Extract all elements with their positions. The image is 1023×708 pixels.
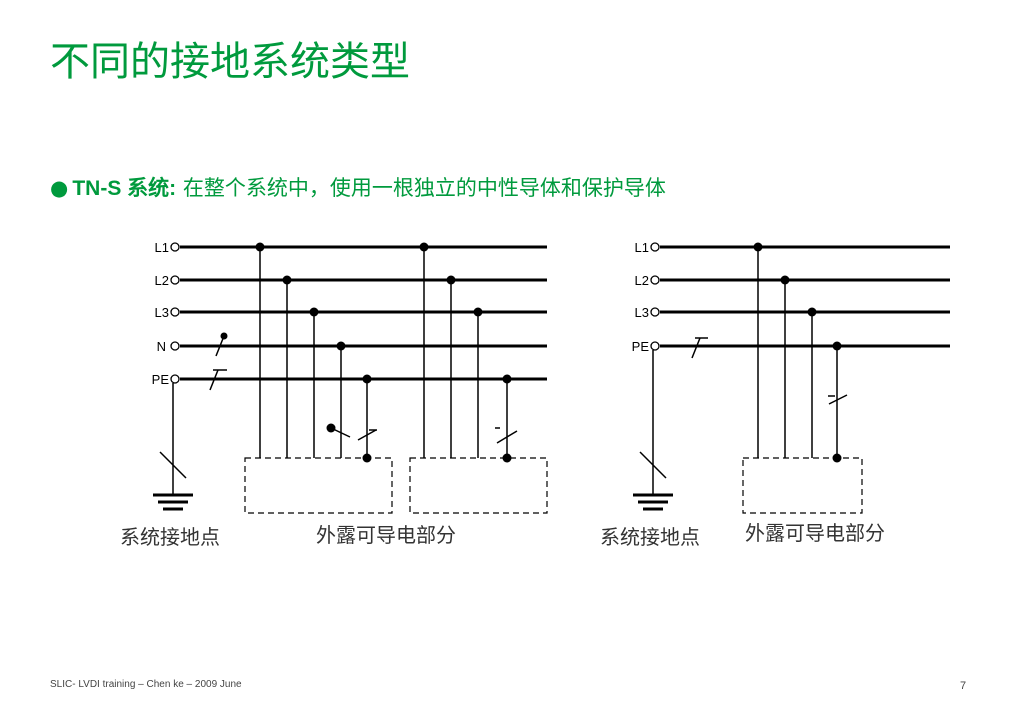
conductor-label-pe-left: PE [152,372,170,387]
conductor-label-l2-left: L2 [155,273,169,288]
junction-dot [807,307,817,317]
terminal-l2-right [650,275,660,285]
junction-dot [753,242,763,252]
junction-dot [446,275,456,285]
junction-dot [419,242,429,252]
switch-pe-c [828,394,848,405]
footer-text: SLIC- LVDI training – Chen ke – 2009 Jun… [50,679,242,690]
bullet-lead: TN-S 系统: [72,177,177,200]
conductor-label-pe-right: PE [632,339,650,354]
junction-dot [336,341,346,351]
exposed-parts-label-right: 外露可导电部分 [745,521,885,545]
equipment-box-1 [244,457,393,514]
junction-dot [309,307,319,317]
equipment-box-3 [742,457,863,514]
junction-dot [282,275,292,285]
slide-title: 不同的接地系统类型 [50,39,410,85]
conductor-label-l1-left: L1 [155,240,169,255]
page-number: 7 [960,680,967,692]
conductor-label-l3-right: L3 [635,305,649,320]
junction-dot [502,453,512,463]
switch-pe-a [357,429,377,441]
junction-dot [326,423,336,433]
bullet-tn-s: ●TN-S 系统: 在整个系统中，使用一根独立的中性导体和保护导体 [50,172,666,202]
exposed-parts-label-left: 外露可导电部分 [316,523,456,547]
terminal-l3-left [170,307,180,317]
junction-dot [220,332,228,340]
pe-tick-right-stem [691,337,701,359]
junction-dot [362,374,372,384]
n-tick-left [215,335,225,357]
bullet-text: 在整个系统中，使用一根独立的中性导体和保护导体 [176,176,666,200]
junction-dot [502,374,512,384]
earth-break-left [159,451,187,479]
junction-dot [255,242,265,252]
junction-dot [832,341,842,351]
terminal-pe-right [650,341,660,351]
junction-dot [780,275,790,285]
pe-tick-left-stem [209,369,219,391]
terminal-l2-left [170,275,180,285]
terminal-n-left [170,341,180,351]
earth-point-label-right: 系统接地点 [600,525,700,549]
bullet-dot-icon: ● [50,176,69,200]
equipment-box-2 [409,457,548,514]
conductor-label-n-left: N [157,339,166,354]
junction-dot [832,453,842,463]
earth-break-right [639,451,667,479]
switch-pe-b [496,430,518,444]
junction-dot [473,307,483,317]
conductor-label-l1-right: L1 [635,240,649,255]
conductor-label-l3-left: L3 [155,305,169,320]
terminal-l3-right [650,307,660,317]
junction-dot [362,453,372,463]
terminal-l1-right [650,242,660,252]
earth-point-label-left: 系统接地点 [120,525,220,549]
terminal-l1-left [170,242,180,252]
terminal-pe-left [170,374,180,384]
conductor-label-l2-right: L2 [635,273,649,288]
